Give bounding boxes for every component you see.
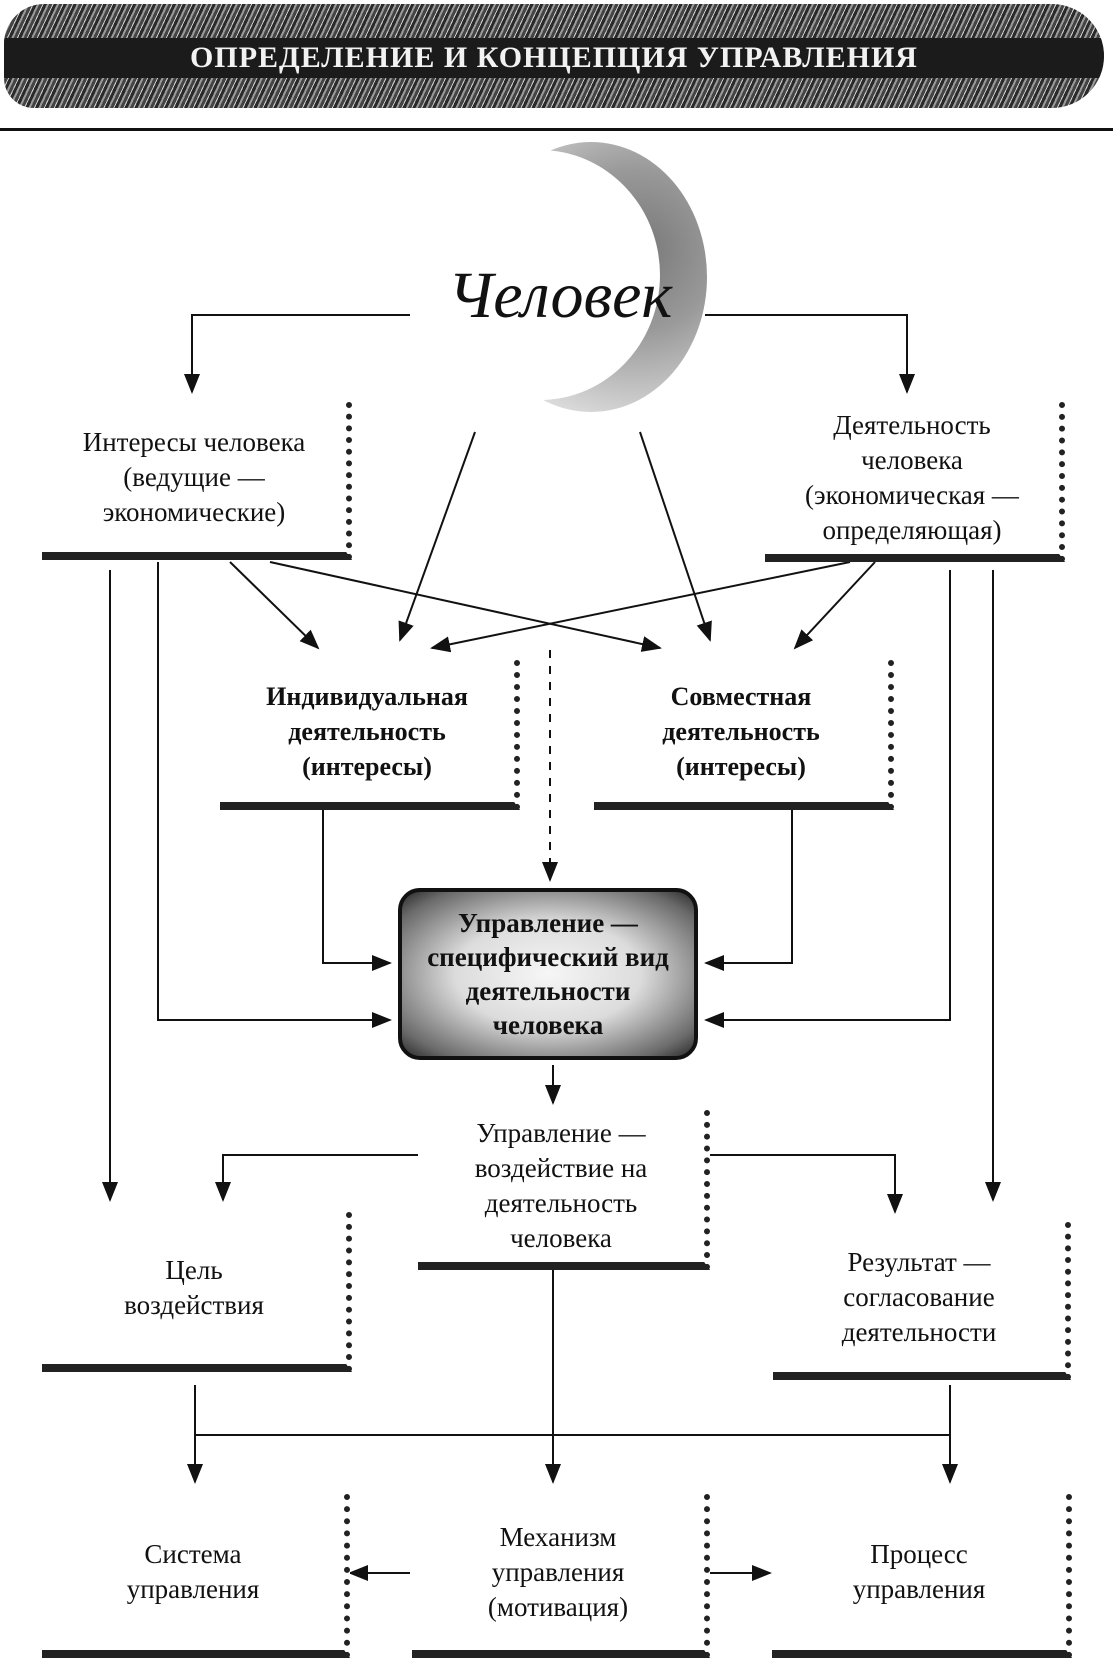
joint-activity-box: Совместная деятельность (интересы) — [594, 660, 894, 810]
individual-activity-box: Индивидуальная деятельность (интересы) — [220, 660, 520, 810]
page-title: ОПРЕДЕЛЕНИЕ И КОНЦЕПЦИЯ УПРАВЛЕНИЯ — [190, 41, 918, 74]
header-band: ОПРЕДЕЛЕНИЕ И КОНЦЕПЦИЯ УПРАВЛЕНИЯ — [4, 38, 1104, 78]
process-box: Процесс управления — [772, 1494, 1072, 1658]
human-title: Человек — [447, 259, 673, 332]
activity-box: Деятельность человека (экономическая — о… — [765, 402, 1065, 562]
header-divider — [0, 128, 1113, 131]
management-impact-box: Управление — воздействие на деятельность… — [418, 1110, 710, 1270]
header-banner: ОПРЕДЕЛЕНИЕ И КОНЦЕПЦИЯ УПРАВЛЕНИЯ — [4, 4, 1104, 108]
goal-box: Цель воздействия — [42, 1212, 352, 1372]
management-specific-box: Управление — специфический вид деятельно… — [398, 888, 698, 1060]
interests-box: Интересы человека (ведущие — экономическ… — [42, 402, 352, 560]
moon-mask — [420, 150, 660, 400]
mechanism-box: Механизм управления (мотивация) — [412, 1494, 710, 1658]
result-box: Результат — согласование деятельности — [773, 1222, 1071, 1380]
system-box: Система управления — [42, 1494, 350, 1658]
